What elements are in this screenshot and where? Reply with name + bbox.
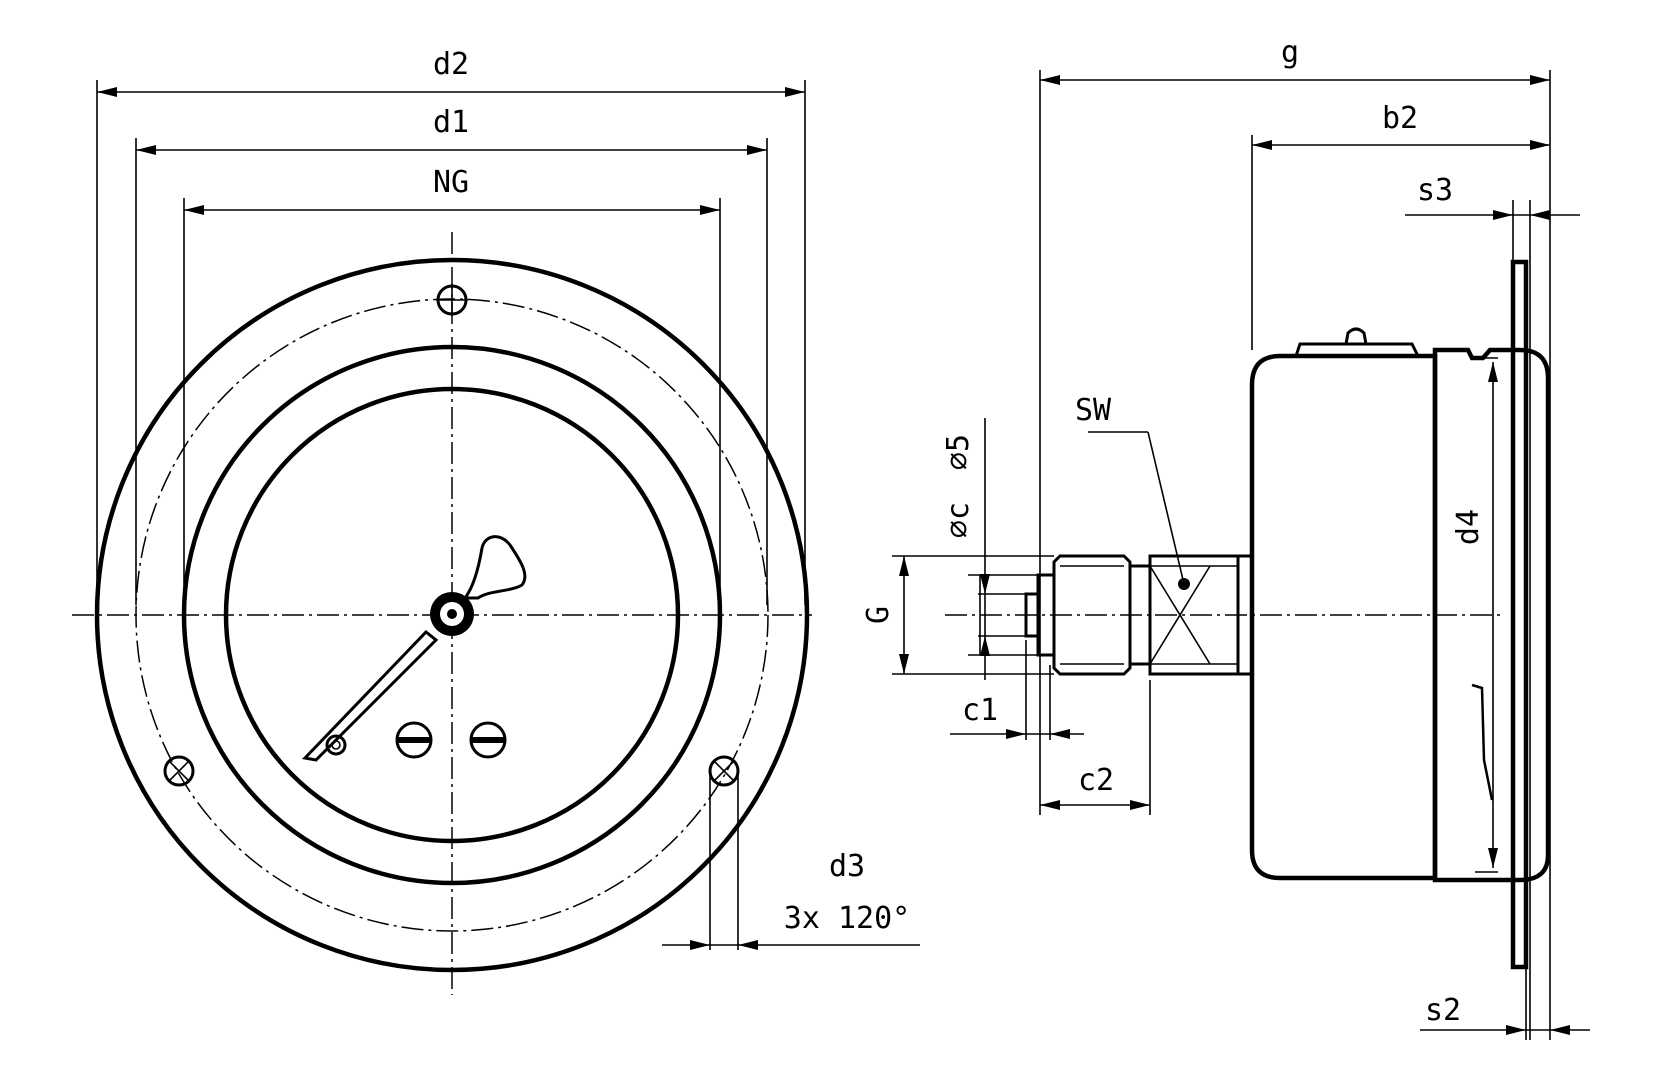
label-d3: d3: [829, 849, 865, 884]
label-d2: d2: [433, 47, 469, 82]
bolt-hole-right: [708, 755, 740, 787]
label-b2: b2: [1382, 101, 1418, 136]
label-c1: c1: [962, 693, 998, 728]
flange-outer-circle: [94, 257, 810, 973]
label-ng: NG: [433, 165, 469, 200]
label-d4: d4: [1451, 509, 1486, 545]
bolt-hole-top: [436, 284, 468, 316]
fill-plug-cap: [1344, 327, 1368, 345]
label-dia-c: ⌀c: [941, 502, 976, 538]
socket-thread: [1052, 554, 1132, 676]
side-view: g b2 s3 s2 SW c1 c2 G ⌀c ⌀5 d4: [861, 35, 1590, 1040]
gauge-pointer: [301, 535, 527, 762]
bolt-hole-left: [163, 755, 195, 787]
label-dia-5: ⌀5: [941, 434, 976, 470]
label-c2: c2: [1078, 763, 1114, 798]
case-circle: [181, 344, 723, 886]
dial-window-circle: [223, 386, 681, 844]
label-s3: s3: [1417, 173, 1453, 208]
socket-bore: [1024, 592, 1040, 638]
front-view: d2 d1 NG d3 3x 120°: [72, 47, 920, 995]
internal-spring: [1471, 683, 1494, 801]
case-body: [1249, 353, 1438, 881]
label-s2: s2: [1425, 993, 1461, 1028]
screw-icon-left: [395, 721, 433, 759]
label-thread-g: G: [861, 606, 896, 624]
screw-icon-right: [469, 721, 507, 759]
label-d1: d1: [433, 105, 469, 140]
label-d3-note: 3x 120°: [784, 901, 910, 936]
fill-plug: [1294, 342, 1420, 357]
flange-plate: [1510, 259, 1529, 970]
label-g: g: [1281, 35, 1299, 70]
label-sw: SW: [1075, 393, 1112, 428]
